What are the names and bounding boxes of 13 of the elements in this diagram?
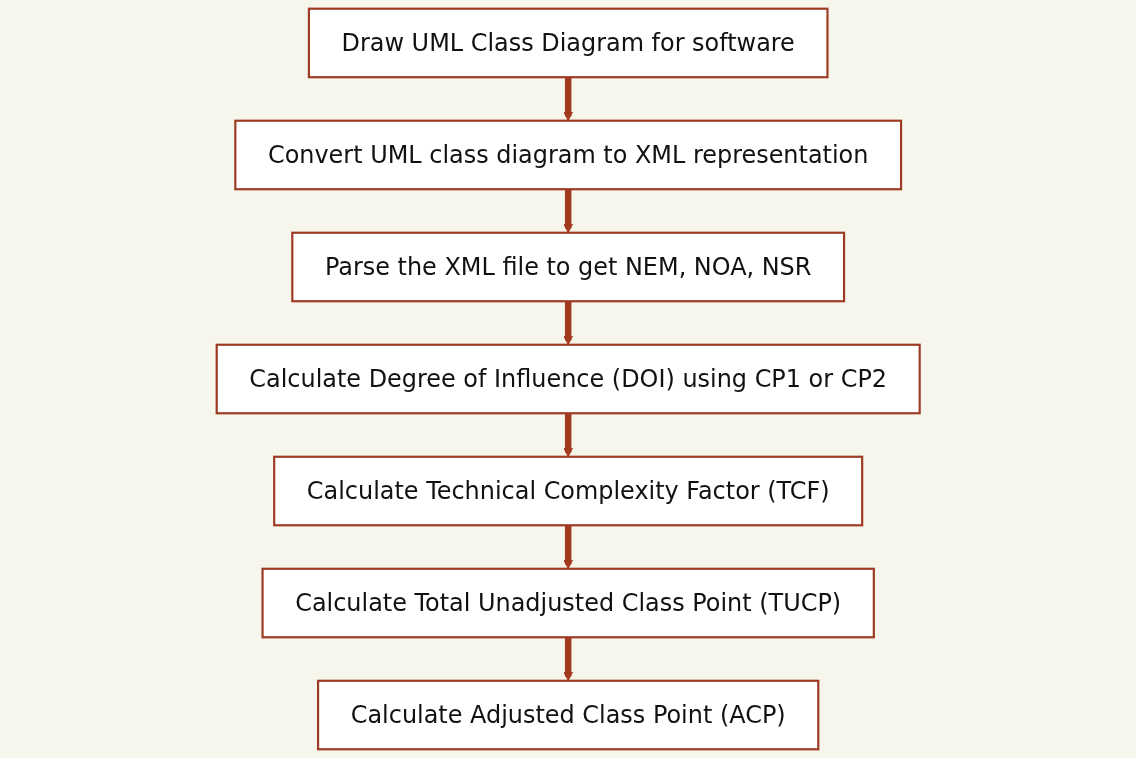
node-box: Calculate Degree of Influence (DOI) using CP1 or CP2 xyxy=(215,343,921,415)
node-box: Parse the XML file to get NEM, NOA, NSR xyxy=(291,231,845,303)
arrow xyxy=(563,301,573,346)
node-box: Convert UML class diagram to XML representation xyxy=(234,119,902,191)
arrow xyxy=(563,413,573,458)
node-box: Calculate Technical Complexity Factor (TCF) xyxy=(272,455,864,527)
node-box: Calculate Total Unadjusted Class Point (TUCP) xyxy=(261,567,875,639)
arrow xyxy=(563,637,573,682)
node-box: Draw UML Class Diagram for software xyxy=(307,7,829,79)
arrow xyxy=(563,525,573,570)
arrow xyxy=(563,189,573,234)
arrow xyxy=(563,77,573,122)
node-box: Calculate Adjusted Class Point (ACP) xyxy=(316,679,820,751)
